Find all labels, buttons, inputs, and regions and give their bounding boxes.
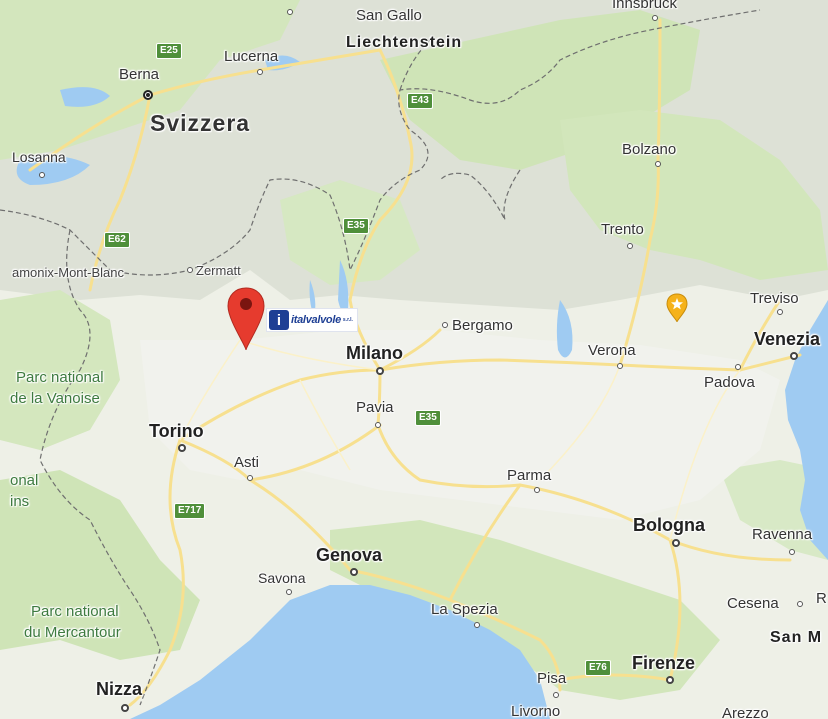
country-label-liechtenstein: Liechtenstein [346, 34, 463, 51]
city-label-bologna: Bologna [633, 515, 705, 535]
park-label-mercantour-1: Parc national [31, 603, 119, 620]
road-shield-e43: E43 [407, 93, 433, 109]
city-dot-innsbruck [652, 15, 658, 21]
city-label-milano: Milano [346, 343, 403, 363]
city-label-losanna: Losanna [12, 149, 66, 165]
road-shield-e35-north: E35 [343, 218, 369, 234]
park-label-ecrins-1: onal [10, 472, 39, 489]
country-label-switzerland: Svizzera [150, 110, 251, 136]
city-label-genova: Genova [316, 545, 383, 565]
city-dot-torino [178, 444, 186, 452]
city-label-livorno: Livorno [511, 703, 561, 719]
starred-place-star-icon[interactable] [666, 293, 688, 323]
city-label-bergamo: Bergamo [452, 317, 513, 334]
city-label-padova: Padova [704, 374, 755, 391]
city-label-cesena-r: R [816, 590, 827, 607]
road-shield-e717: E717 [174, 503, 206, 519]
city-label-san-gallo: San Gallo [356, 7, 422, 24]
city-dot-pisa [553, 692, 559, 698]
city-dot-treviso [777, 309, 783, 315]
city-dot-ravenna [789, 549, 795, 555]
city-dot-milano [376, 367, 384, 375]
city-label-firenze: Firenze [632, 653, 696, 673]
road-shield-e35-south: E35 [415, 410, 441, 426]
city-label-asti: Asti [234, 454, 260, 471]
country-label-san-marino: San M [770, 629, 823, 646]
city-dot-lucerna [257, 69, 263, 75]
park-label-ecrins-2: ins [10, 493, 30, 510]
city-label-arezzo: Arezzo [722, 705, 769, 719]
city-label-bolzano: Bolzano [622, 141, 677, 158]
city-dot-trento [627, 243, 633, 249]
city-dot-venezia [790, 352, 798, 360]
city-label-verona: Verona [588, 342, 636, 359]
city-dot-north [287, 9, 293, 15]
city-label-cesena: Cesena [727, 595, 779, 612]
city-label-nizza: Nizza [96, 679, 143, 699]
park-label-mercantour-2: du Mercantour [24, 624, 121, 641]
city-label-parma: Parma [507, 467, 552, 484]
city-dot-bergamo [442, 322, 448, 328]
city-label-torino: Torino [149, 421, 204, 441]
city-label-innsbruck: Innsbruck [612, 0, 678, 12]
city-dot-losanna [39, 172, 45, 178]
city-label-pisa: Pisa [537, 670, 567, 687]
city-dot-la-spezia [474, 622, 480, 628]
city-dot-bolzano [655, 161, 661, 167]
city-label-treviso: Treviso [750, 290, 799, 307]
city-dot-pavia [375, 422, 381, 428]
city-dot-cesena [797, 601, 803, 607]
city-dot-firenze [666, 676, 674, 684]
capital-dot-berna [143, 90, 153, 100]
italvalvole-logo-suffix: s.r.l. [342, 317, 353, 323]
city-dot-savona [286, 589, 292, 595]
italvalvole-logo-mark: i [269, 310, 289, 330]
city-dot-parma [534, 487, 540, 493]
location-pin-icon[interactable] [226, 286, 266, 352]
city-dot-bologna [672, 539, 680, 547]
city-label-trento: Trento [601, 221, 644, 238]
city-label-pavia: Pavia [356, 399, 394, 416]
city-label-la-spezia: La Spezia [431, 601, 498, 618]
city-dot-zermatt [187, 267, 193, 273]
city-dot-padova [735, 364, 741, 370]
italvalvole-logo[interactable]: i italvalvole s.r.l. [266, 308, 358, 332]
city-label-venezia: Venezia [754, 329, 821, 349]
park-label-vanoise-1: Parc national [16, 369, 104, 386]
city-label-berna: Berna [119, 66, 160, 83]
city-dot-verona [617, 363, 623, 369]
italvalvole-logo-name: italvalvole [291, 314, 341, 326]
park-label-vanoise-2: de la Vanoise [10, 390, 100, 407]
city-dot-asti [247, 475, 253, 481]
road-shield-e76: E76 [585, 660, 611, 676]
city-label-ravenna: Ravenna [752, 526, 813, 543]
city-label-savona: Savona [258, 570, 306, 586]
road-shield-e25: E25 [156, 43, 182, 59]
city-dot-genova [350, 568, 358, 576]
road-shield-e62: E62 [104, 232, 130, 248]
city-label-zermatt: Zermatt [196, 263, 241, 278]
city-label-lucerna: Lucerna [224, 48, 279, 65]
city-label-chamonix: amonix-Mont-Blanc [12, 265, 124, 280]
city-dot-nizza [121, 704, 129, 712]
